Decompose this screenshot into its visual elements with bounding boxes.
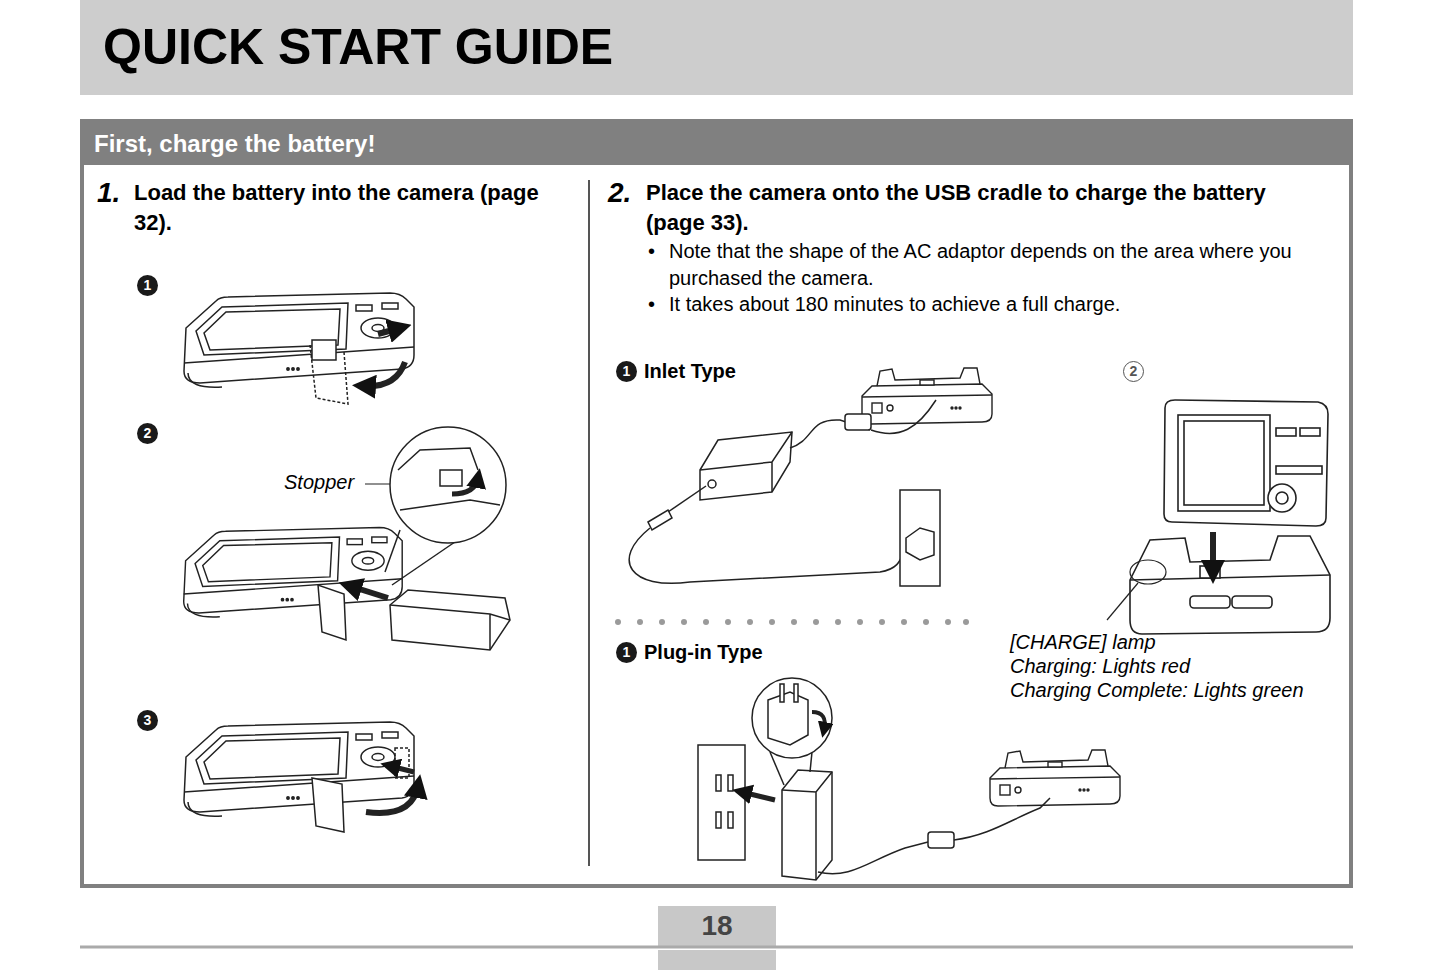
callout-circle: 1Inlet Type — [616, 361, 637, 382]
callout-heading: Plug-in Type — [644, 640, 763, 664]
step-heading: Load the battery into the camera (page 3… — [134, 178, 544, 238]
section-box: First, charge the battery!1231Inlet Type… — [80, 119, 1353, 888]
step-number: 1. — [97, 178, 127, 208]
callout-heading: Inlet Type — [644, 359, 736, 383]
page-title: QUICK START GUIDE — [80, 0, 1353, 95]
callout-number: 2 — [137, 423, 158, 444]
lamp-label: [CHARGE] lamp — [1010, 630, 1330, 654]
callout-number: 3 — [137, 710, 158, 731]
section-heading: First, charge the battery! — [84, 123, 1349, 165]
step-number: 2. — [608, 178, 638, 208]
page-number: 18 — [658, 906, 776, 946]
step-heading: Place the camera onto the USB cradle to … — [646, 178, 1286, 238]
callout-circle: 1Plug-in Type — [616, 642, 637, 663]
callout-number: 2 — [1124, 362, 1143, 380]
callout-number: 1 — [616, 642, 637, 663]
bullet: • — [648, 238, 662, 265]
bullet: • — [648, 291, 662, 318]
callout-circle: 1 — [137, 275, 158, 296]
callout-number: 1 — [137, 275, 158, 296]
callout-circle: 2 — [137, 423, 158, 444]
callout-circle: 2 — [1123, 361, 1144, 382]
lamp-label: Charging Complete: Lights green — [1010, 678, 1330, 702]
note-text: Note that the shape of the AC adaptor de… — [669, 238, 1349, 292]
lamp-label: Charging: Lights red — [1010, 654, 1330, 678]
callout-number: 1 — [616, 361, 637, 382]
page-number-box: 18 — [658, 906, 776, 946]
title-band: QUICK START GUIDE — [80, 0, 1353, 95]
callout-circle: 3 — [137, 710, 158, 731]
note-text: It takes about 180 minutes to achieve a … — [669, 291, 1349, 318]
part-label: Stopper — [284, 470, 364, 494]
